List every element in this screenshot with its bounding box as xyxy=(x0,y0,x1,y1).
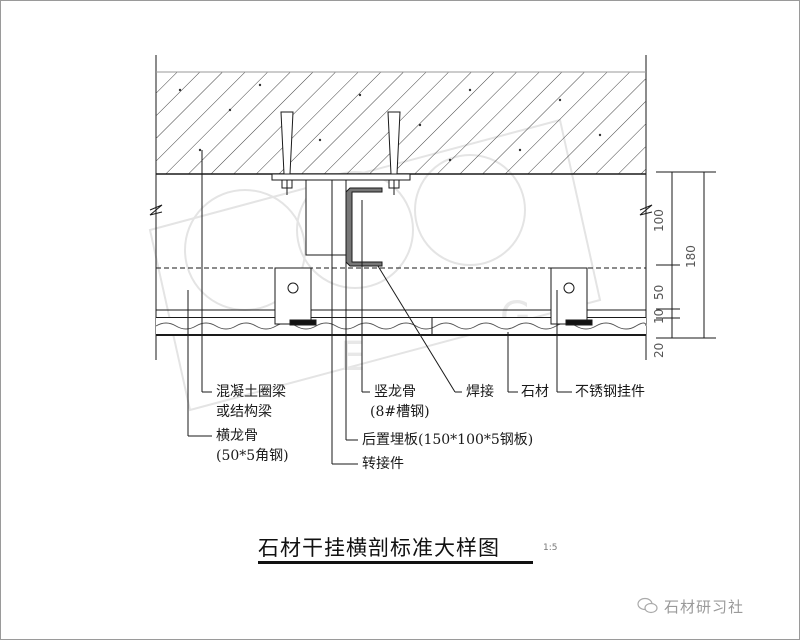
dimension-lines xyxy=(656,171,716,339)
label-vertical-keel-1: 竖龙骨 xyxy=(374,384,416,400)
label-horizontal-keel-2: (50*5角钢) xyxy=(216,448,289,464)
anchor-bolts xyxy=(280,111,401,195)
dim-180: 180 xyxy=(684,245,698,268)
label-welding: 焊接 xyxy=(466,384,494,400)
title-underline xyxy=(258,561,533,564)
label-vertical-keel-2: (8#槽钢) xyxy=(370,404,430,420)
leader-lines xyxy=(187,150,572,465)
label-stainless-hanger: 不锈钢挂件 xyxy=(575,384,645,400)
dim-10: 10 xyxy=(652,308,666,324)
label-stone: 石材 xyxy=(521,384,549,400)
label-embedded-plate: 后置埋板(150*100*5钢板) xyxy=(362,432,534,448)
label-adapter: 转接件 xyxy=(362,456,404,472)
label-concrete-beam-1: 混凝土圈梁 xyxy=(216,384,286,400)
adapter-piece xyxy=(305,179,347,256)
dim-50: 50 xyxy=(652,284,666,300)
drawing-scale: 1:5 xyxy=(543,543,558,553)
wechat-icon xyxy=(637,597,658,614)
brand-name: 石材研习社 xyxy=(664,598,745,616)
embedded-plate xyxy=(271,173,411,181)
dim-20: 20 xyxy=(652,342,666,358)
svg-text:E: E xyxy=(340,334,365,380)
dim-100: 100 xyxy=(652,209,666,232)
c-channel xyxy=(345,187,383,267)
stainless-hangers xyxy=(274,267,593,326)
label-concrete-beam-2: 或结构梁 xyxy=(216,404,272,420)
label-horizontal-keel-1: 横龙骨 xyxy=(216,428,258,444)
concrete-beam xyxy=(156,71,646,175)
drawing-title: 石材干挂横剖标准大样图 xyxy=(258,536,500,560)
